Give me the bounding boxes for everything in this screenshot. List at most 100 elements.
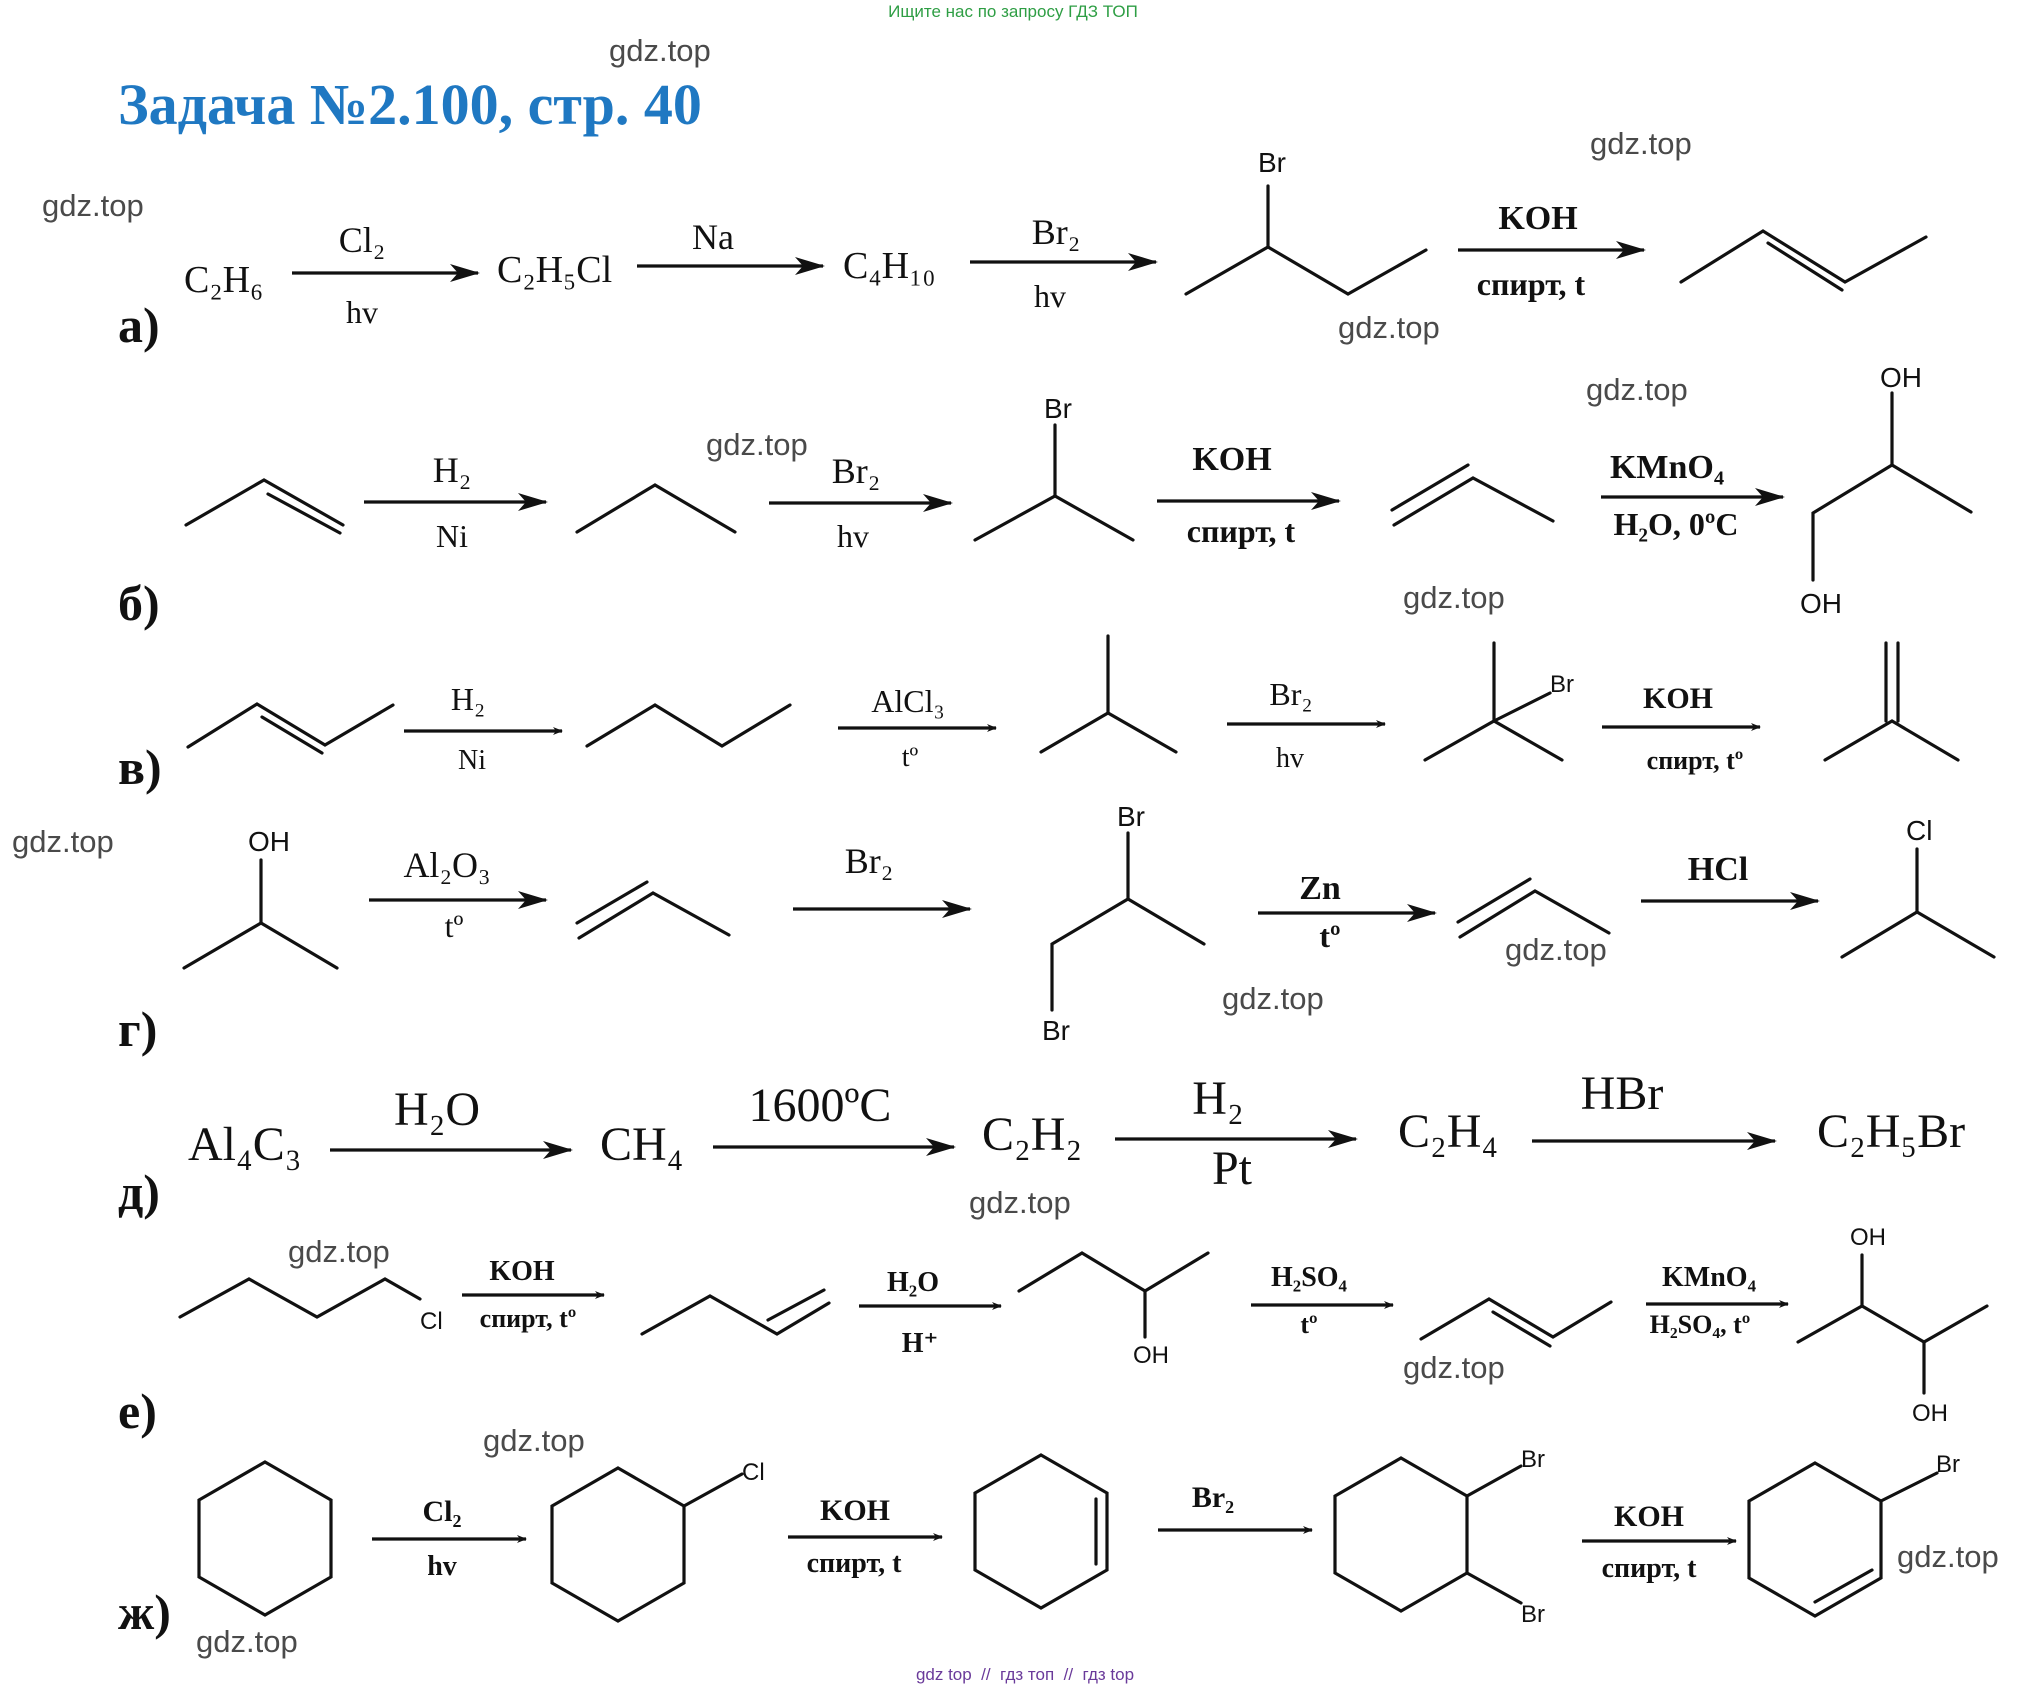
condition-label: H₂O, 0ºC	[1613, 506, 1738, 542]
reagent-label: Br₂	[1269, 676, 1312, 712]
reagent-label: H₂O	[394, 1083, 480, 1136]
row-d: д) Al₄C₃ H₂O CH₄ 1600ºC C₂H₂ H₂ Pt C₂H₄ …	[118, 1067, 1965, 1220]
condition-label: hv	[1276, 743, 1304, 774]
condition-label: спирт, t	[1477, 266, 1586, 302]
cyclohexene-ring	[973, 1453, 1109, 1610]
bromine-atom: Br	[1521, 1601, 1545, 1628]
reagent-label: Br₂	[1192, 1481, 1234, 1514]
chloropropane-skeleton	[1840, 910, 1996, 959]
row-g-label: г)	[118, 1001, 157, 1057]
chloroethane-formula: C₂H₅Cl	[497, 249, 612, 291]
bromocyclohexene-ring	[1747, 1461, 1883, 1618]
reagent-label: H₂	[1192, 1072, 1243, 1125]
condition-label: hv	[1034, 278, 1066, 314]
condition-label: H⁺	[902, 1328, 939, 1359]
hydroxyl-group: OH	[1800, 588, 1842, 619]
condition-label: спирт, t	[807, 1548, 903, 1579]
isopropanol-skeleton	[182, 921, 339, 970]
watermark: gdz.top	[42, 188, 144, 223]
isobutene-skeleton	[1823, 719, 1960, 762]
row-zh: ж) Cl₂ hv Cl KOH спирт, t Br₂ Br Br KOH …	[118, 1446, 1960, 1640]
bromine-atom: Br	[1117, 801, 1145, 832]
double-bond	[575, 880, 649, 925]
reagent-label: Al₂O₃	[403, 845, 490, 885]
propene-skeleton	[1392, 476, 1555, 527]
page-title: Задача №2.100, стр. 40	[118, 72, 702, 137]
bond	[1879, 1471, 1939, 1503]
watermark: gdz.top	[1897, 1539, 1999, 1574]
watermark: gdz.top	[12, 824, 114, 859]
butane-formula: C₄H₁₀	[843, 245, 936, 287]
reagent-label: Br₂	[845, 841, 894, 881]
double-bond	[1390, 463, 1470, 512]
reagent-label: KOH	[1643, 682, 1713, 715]
reagent-label: KOH	[489, 1256, 555, 1287]
acetylene-formula: C₂H₂	[982, 1108, 1082, 1161]
butene-skeleton	[186, 702, 395, 749]
condition-label: tº	[1319, 918, 1340, 954]
double-bond	[766, 1288, 826, 1322]
condition-label: 1600ºC	[749, 1079, 892, 1132]
reagent-label: Br₂	[1032, 212, 1081, 252]
watermark: gdz.top	[706, 427, 808, 462]
watermark: gdz.top	[969, 1185, 1071, 1220]
hydroxyl-group: OH	[1912, 1400, 1948, 1427]
reagent-label: AlCl₃	[871, 683, 944, 719]
double-bond	[1813, 1568, 1874, 1604]
condition-label: hv	[837, 518, 869, 554]
butanol-skeleton	[1017, 1251, 1210, 1293]
row-e: е) Cl KOH спирт, tº H₂O H⁺ OH H₂SO₄ tº K…	[118, 1224, 1989, 1439]
condition-label: tº	[445, 908, 464, 944]
aluminium-carbide-formula: Al₄C₃	[188, 1118, 301, 1171]
condition-label: спирт, tº	[480, 1304, 577, 1333]
row-v-label: в)	[118, 739, 162, 795]
bromine-atom: Br	[1042, 1015, 1070, 1046]
reagent-label: KMnO₄	[1662, 1262, 1757, 1293]
watermark: gdz.top	[483, 1423, 585, 1458]
watermark: gdz.top	[288, 1234, 390, 1269]
hydroxyl-group: OH	[1880, 362, 1922, 393]
propene-skeleton	[1458, 889, 1611, 939]
hydroxyl-group: OH	[248, 826, 290, 857]
bond	[1465, 1571, 1523, 1605]
watermarks: gdz.top gdz.top gdz.top gdz.top gdz.top …	[12, 33, 1999, 1659]
row-a: а) C₂H₆ Cl₂ hv C₂H₅Cl Na C₄H₁₀ Br₂ hv Br…	[118, 147, 1928, 353]
reagent-label: KMnO₄	[1610, 449, 1724, 486]
watermark: gdz.top	[1586, 372, 1688, 407]
row-d-label: д)	[118, 1164, 160, 1220]
reagent-label: HBr	[1581, 1067, 1664, 1120]
top-search-note: Ищите нас по запросу ГДЗ ТОП	[888, 2, 1138, 21]
row-zh-label: ж)	[118, 1584, 171, 1640]
condition-label: Ni	[436, 518, 468, 554]
chlorine-atom: Cl	[1906, 815, 1932, 846]
propanediol-skeleton	[1811, 463, 1973, 582]
double-bond	[1766, 241, 1844, 292]
watermark: gdz.top	[1403, 1350, 1505, 1385]
watermark: gdz.top	[1222, 981, 1324, 1016]
reagent-label: H₂	[451, 681, 485, 717]
row-b-label: б)	[118, 575, 160, 631]
reagent-label: Na	[692, 217, 734, 257]
dibromopropane-skeleton	[1050, 897, 1206, 1012]
hydroxyl-group: OH	[1850, 1224, 1886, 1251]
bromopropane-skeleton	[973, 494, 1135, 542]
reagent-label: KOH	[1614, 1500, 1684, 1533]
chlorine-atom: Cl	[420, 1308, 443, 1335]
butene-skeleton	[1679, 229, 1928, 284]
double-bond	[1491, 1310, 1552, 1348]
butane-skeleton	[585, 703, 792, 748]
watermark: gdz.top	[609, 33, 711, 68]
reagent-label: Zn	[1299, 870, 1341, 907]
bromobutane-skeleton	[1184, 245, 1428, 296]
reagent-label: H₂O	[887, 1267, 939, 1298]
chlorocyclohexane-ring	[550, 1466, 686, 1623]
condition-label: hv	[427, 1551, 457, 1582]
reagent-label: KOH	[1498, 200, 1577, 237]
reagent-label: Cl₂	[423, 1495, 462, 1528]
footer-links: gdz top // гдз топ // гдз top	[916, 1665, 1134, 1684]
watermark: gdz.top	[1505, 932, 1607, 967]
propane-skeleton	[575, 483, 737, 534]
bromine-atom: Br	[1521, 1446, 1545, 1473]
propene-skeleton	[577, 891, 731, 940]
row-e-label: е)	[118, 1383, 157, 1439]
